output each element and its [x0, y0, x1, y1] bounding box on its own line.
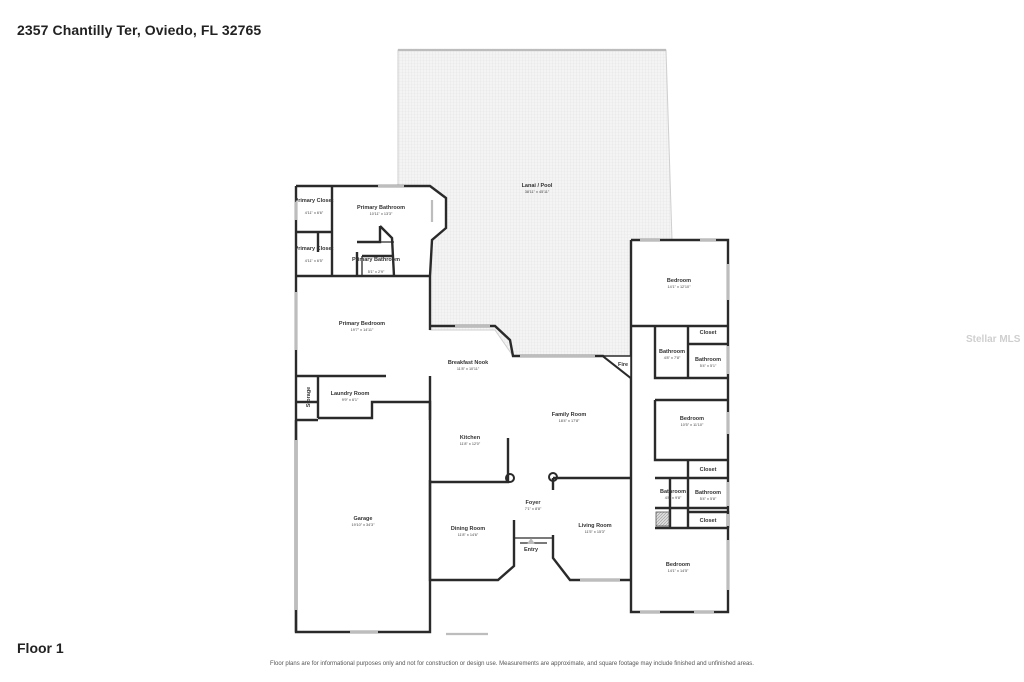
laundry-walls	[296, 374, 432, 422]
primary-shower	[361, 241, 394, 276]
laundry-label: Laundry Room	[331, 391, 370, 397]
storage-label: Storage	[306, 387, 312, 407]
bedroom-3-label: Bedroom	[666, 562, 690, 568]
entry-arrow-icon	[527, 538, 535, 544]
primary-bathroom-dims: 10'11" x 13'3"	[370, 212, 393, 216]
bathroom-3-label: Bathroom	[660, 489, 686, 495]
page-title: 2357 Chantilly Ter, Oviedo, FL 32765	[17, 22, 262, 38]
foyer-dims: 7'1" x 8'8"	[525, 507, 542, 511]
disclaimer: Floor plans are for informational purpos…	[270, 661, 754, 667]
bathroom-4-label: Bathroom	[695, 490, 721, 496]
fireplace	[600, 355, 632, 380]
primary-closet-2-dims: 4'11" x 6'5"	[305, 259, 324, 263]
windows	[294, 184, 730, 636]
primary-bathroom-2-dims: 5'1" x 2'9"	[368, 270, 385, 274]
lanai-dims: 38'11" x 45'11"	[525, 190, 550, 194]
laundry-dims: 9'9" x 6'1"	[342, 398, 359, 402]
primary-closet-1-dims: 4'11" x 6'6"	[305, 211, 324, 215]
closet-3-label: Closet	[700, 518, 717, 524]
garage-dims: 19'10" x 34'3"	[352, 523, 376, 527]
entry-label: Entry	[524, 547, 539, 553]
primary-closet-1-label: Primary Closet	[295, 198, 334, 204]
bathroom-1-label: Bathroom	[659, 349, 685, 355]
lanai-label: Lanai / Pool	[522, 183, 553, 189]
foyer-label: Foyer	[526, 500, 542, 506]
bedroom-3-dims: 14'1" x 14'5"	[668, 569, 689, 573]
floor-label: Floor 1	[17, 640, 64, 656]
bathroom-4-dims: 5'4" x 5'8"	[700, 497, 717, 501]
bedroom-1-dims: 14'1" x 12'10"	[668, 285, 692, 289]
garage-label: Garage	[354, 516, 373, 522]
primary-bathroom-label: Primary Bathroom	[357, 205, 405, 211]
bathroom-3-dims: 4'8" x 9'8"	[665, 496, 682, 500]
living-room-label: Living Room	[578, 523, 611, 529]
dining-room-dims: 11'8" x 14'6"	[458, 533, 479, 537]
primary-bathroom-2-label: Primary Bathroom	[352, 257, 400, 263]
kitchen-label: Kitchen	[460, 435, 481, 441]
primary-bedroom-label: Primary Bedroom	[339, 321, 385, 327]
exterior-wall-west	[294, 186, 432, 634]
bedroom-wing-walls	[631, 324, 730, 530]
exterior-wall-bedrooms	[629, 238, 730, 614]
bath-cabinet	[655, 511, 670, 527]
bathroom-1-dims: 4'8" x 7'8"	[664, 356, 681, 360]
bathroom-2-label: Bathroom	[695, 357, 721, 363]
closet-2-label: Closet	[700, 467, 717, 473]
family-room-label: Family Room	[552, 412, 587, 418]
closet-1-label: Closet	[700, 330, 717, 336]
primary-bedroom-dims: 19'7" x 14'11"	[351, 328, 374, 332]
family-room-dims: 18'4" x 17'8"	[559, 419, 580, 423]
bedroom-1-label: Bedroom	[667, 278, 691, 284]
primary-closet-2-label: Primary Closet	[295, 246, 334, 252]
bedroom-2-dims: 10'5" x 11'10"	[681, 423, 704, 427]
breakfast-nook-dims: 11'8" x 10'11"	[457, 367, 480, 371]
bedroom-2-label: Bedroom	[680, 416, 704, 422]
dining-room-label: Dining Room	[451, 526, 485, 532]
bathroom-2-dims: 5'4" x 5'1"	[700, 364, 717, 368]
fire-label: Fire	[618, 362, 628, 368]
breakfast-nook-label: Breakfast Nook	[448, 360, 489, 366]
watermark-logo: Stellar MLS	[966, 334, 1021, 345]
kitchen-dims: 11'8" x 12'0"	[460, 442, 481, 446]
kitchen-walls	[428, 376, 510, 484]
living-room-dims: 11'5" x 15'3"	[585, 530, 606, 534]
